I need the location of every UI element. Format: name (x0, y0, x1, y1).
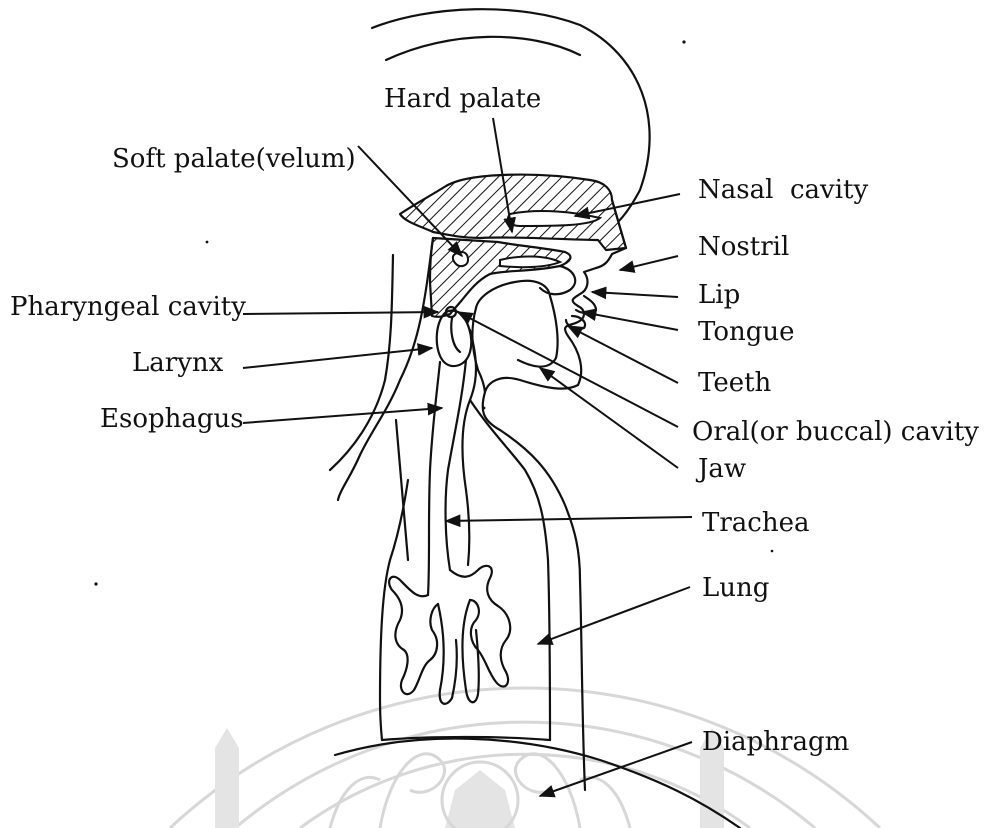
neck-back-outline (330, 238, 433, 500)
label-hard-palate: Hard palate (384, 84, 541, 114)
label-diaphragm: Diaphragm (702, 727, 849, 757)
label-trachea: Trachea (702, 508, 809, 538)
palate-pharynx-region (430, 238, 570, 317)
label-nasal-cavity: Nasal cavity (698, 175, 868, 205)
label-pharyngeal-cavity: Pharyngeal cavity (10, 292, 246, 322)
airway-tubes (396, 330, 476, 595)
label-jaw: Jaw (695, 454, 746, 484)
label-teeth: Teeth (698, 368, 772, 398)
label-soft-palate: Soft palate(velum) (112, 144, 356, 174)
university-seal-watermark-icon (170, 688, 880, 828)
oral-cavity (472, 281, 557, 392)
lung-bronchi (389, 566, 510, 704)
label-larynx: Larynx (132, 348, 224, 378)
label-lip: Lip (698, 280, 740, 310)
diaphragm (335, 739, 740, 828)
label-oral-cavity: Oral(or buccal) cavity (692, 417, 979, 447)
label-tongue: Tongue (698, 317, 795, 347)
label-lung: Lung (702, 573, 769, 603)
label-nostril: Nostril (698, 232, 789, 262)
label-esophagus: Esophagus (100, 404, 244, 434)
